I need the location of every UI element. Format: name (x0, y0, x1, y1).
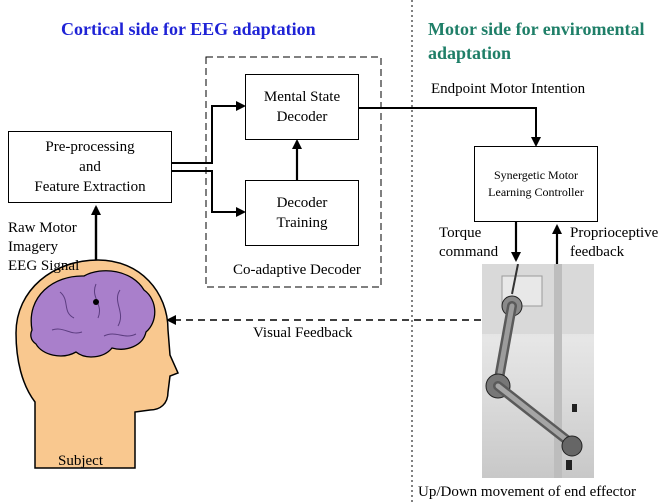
subject-head-illustration (15, 259, 180, 469)
prep-to-training-arrow (172, 170, 246, 217)
synergetic-line1: Synergetic Motor (493, 168, 579, 182)
mental-state-decoder-box: Mental State Decoder (245, 74, 359, 140)
proprioceptive-label-line1: Proprioceptive (570, 225, 659, 241)
mental-state-line1: Mental State (263, 89, 341, 105)
robot-arm-photo (482, 264, 594, 478)
visual-feedback-label: Visual Feedback (253, 325, 353, 341)
subject-label: Subject (58, 453, 103, 469)
motor-heading-line2: adaptation (428, 43, 512, 63)
cortical-heading: Cortical side for EEG adaptation (61, 19, 316, 39)
robot-arm-illustration (482, 264, 594, 478)
raw-signal-line2: Imagery (8, 239, 58, 255)
synergetic-controller-box: Synergetic Motor Learning Controller (474, 146, 598, 222)
raw-signal-line3: EEG Signal (8, 258, 80, 274)
proprioceptive-label-line2: feedback (570, 244, 625, 260)
decoder-training-line2: Training (276, 215, 328, 231)
endpoint-label: Endpoint Motor Intention (431, 81, 586, 97)
movement-label: Up/Down movement of end effector (418, 484, 636, 500)
decoder-training-line1: Decoder (276, 195, 328, 211)
decoder-training-box: Decoder Training (245, 180, 359, 246)
synergetic-line2: Learning Controller (488, 185, 584, 199)
prep-to-mental-arrow (172, 101, 246, 164)
torque-label-line1: Torque (439, 225, 482, 241)
motor-heading-line1: Motor side for enviromental (428, 19, 645, 39)
coadaptive-label: Co-adaptive Decoder (233, 262, 361, 278)
preprocessing-line2: and (79, 159, 101, 175)
torque-label-line2: command (439, 244, 499, 260)
mental-state-line2: Decoder (276, 109, 328, 125)
preprocessing-line1: Pre-processing (45, 139, 135, 155)
preprocessing-line3: Feature Extraction (34, 179, 146, 195)
mental-to-controller-arrow (359, 107, 541, 147)
preprocessing-box: Pre-processing and Feature Extraction (8, 131, 172, 203)
raw-signal-line1: Raw Motor (8, 220, 77, 236)
